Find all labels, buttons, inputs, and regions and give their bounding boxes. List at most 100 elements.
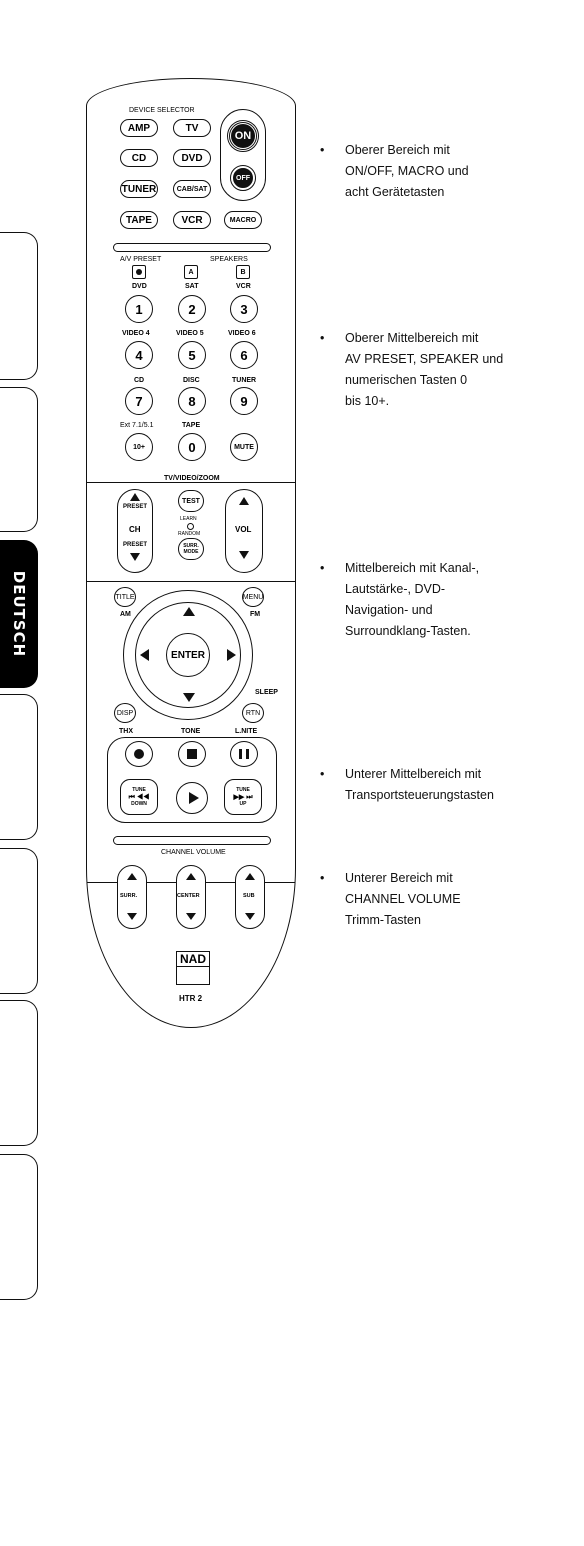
key-6: 6 [230,341,258,369]
key-0: 0 [178,433,206,461]
disp-key: DISP [114,703,136,723]
bullet-4-text: Unterer Mittelbereich mit Transportsteue… [345,764,520,806]
on-key: ON [227,120,259,152]
av-preset-key [132,265,146,279]
top-divider-bar [113,243,271,252]
key-3: 3 [230,295,258,323]
side-tab-2 [0,387,38,532]
speaker-b-key: B [236,265,250,279]
bullet-5-text: Unterer Bereich mit CHANNEL VOLUME Trimm… [345,868,520,931]
num-label-tape: TAPE [182,422,201,429]
bullet-5: • Unterer Bereich mit CHANNEL VOLUME Tri… [320,868,520,931]
preset-up-label: PRESET [123,504,148,510]
cabsat-key: CAB/SAT [173,180,211,198]
vcr-key: VCR [173,211,211,229]
tone-label: TONE [181,728,201,735]
center-down-icon [186,913,196,920]
bullet-line: Unterer Bereich mit [345,871,453,885]
key-10-plus: 10+ [125,433,153,461]
key-5: 5 [178,341,206,369]
am-label: AM [120,611,131,618]
bullet-line: Unterer Mittelbereich mit [345,767,482,781]
num-label-tuner: TUNER [232,377,257,384]
tv-key: TV [173,119,211,137]
surr-up-icon [127,873,137,880]
speakers-label: SPEAKERS [210,256,248,263]
sub-up-icon [245,873,255,880]
bullet-line: ON/OFF, MACRO und [345,164,469,178]
ch-rocker [117,489,153,573]
sub-label: SUB [243,893,255,899]
nad-logo-box: NAD [176,951,210,985]
num-label-cd: CD [134,377,145,384]
bullet-line: Mittelbereich mit Kanal-, [345,561,480,575]
power-pod [220,109,266,201]
bullet-line: Oberer Bereich mit [345,143,450,157]
record-dot-icon [136,269,142,275]
nad-logo: NAD [177,952,209,967]
up-label: UP [239,800,247,807]
preset-down-label: PRESET [123,542,148,548]
bullet-1: • Oberer Bereich mit ON/OFF, MACRO und a… [320,140,520,203]
tape-key: TAPE [120,211,158,229]
bullet-line: numerischen Tasten 0 [345,373,468,387]
macro-key: MACRO [224,211,262,229]
surr-mode-key: SURR. MODE [178,538,204,560]
key-1: 1 [125,295,153,323]
center-label: CENTER [177,893,200,899]
sub-down-icon [245,913,255,920]
record-icon [134,749,144,759]
bullet-3-text: Mittelbereich mit Kanal-, Lautstärke-, D… [345,558,520,642]
tuner-key: TUNER [120,180,158,198]
tune-up-label: TUNE [236,786,250,793]
bullet-line: acht Gerätetasten [345,185,445,199]
vol-down-icon [239,551,249,559]
record-key [125,741,153,767]
vol-rocker [225,489,263,573]
bullet-4: • Unterer Mittelbereich mit Transportste… [320,764,520,806]
skip-forward-icon: ▶▶ ⏭ [233,793,253,801]
dvd-key: DVD [173,149,211,167]
bullet-2-text: Oberer Mittelbereich mit AV PRESET, SPEA… [345,328,520,412]
num-label-video5: VIDEO 5 [176,330,204,337]
test-key: TEST [178,490,204,512]
side-tab-1 [0,232,38,380]
channel-volume-label: CHANNEL VOLUME [161,849,226,856]
nav-left-icon [140,649,149,661]
vol-up-icon [239,497,249,505]
pause-key [230,741,258,767]
surr-mode-line1: SURR. [183,543,199,549]
bullet-3: • Mittelbereich mit Kanal-, Lautstärke-,… [320,558,520,642]
model-label: HTR 2 [179,994,203,1003]
tune-up-key: TUNE ▶▶ ⏭ UP [224,779,262,815]
mute-key: MUTE [230,433,258,461]
bullet-dot: • [320,767,325,781]
bullet-line: Trimm-Tasten [345,913,421,927]
pause-icon [239,749,249,759]
tune-down-label: TUNE [132,786,146,793]
amp-key: AMP [120,119,158,137]
bullet-line: Oberer Mittelbereich mit [345,331,479,345]
learn-indicator [187,523,194,530]
remote-control: DEVICE SELECTOR AMP TV CD DVD TUNER CAB/… [86,78,296,1028]
bullet-line: AV PRESET, SPEAKER und [345,352,504,366]
bullet-line: Surroundklang-Tasten. [345,624,471,638]
learn-label: LEARN [180,516,197,522]
num-label-video6: VIDEO 6 [228,330,256,337]
nav-right-icon [227,649,236,661]
bullet-line: bis 10+. [345,394,390,408]
bullet-1-text: Oberer Bereich mit ON/OFF, MACRO und ach… [345,140,520,203]
key-7: 7 [125,387,153,415]
key-8: 8 [178,387,206,415]
triangle-up-icon [130,493,140,501]
bottom-divider-bar [113,836,271,845]
side-tab-5 [0,848,38,994]
num-label-ext: Ext 7.1/5.1 [120,422,154,429]
play-icon [188,792,199,804]
enter-key: ENTER [166,633,210,677]
stop-icon [187,749,197,759]
bullet-2: • Oberer Mittelbereich mit AV PRESET, SP… [320,328,520,412]
bullet-dot: • [320,143,325,157]
triangle-down-icon [130,553,140,561]
device-selector-label: DEVICE SELECTOR [129,107,195,114]
